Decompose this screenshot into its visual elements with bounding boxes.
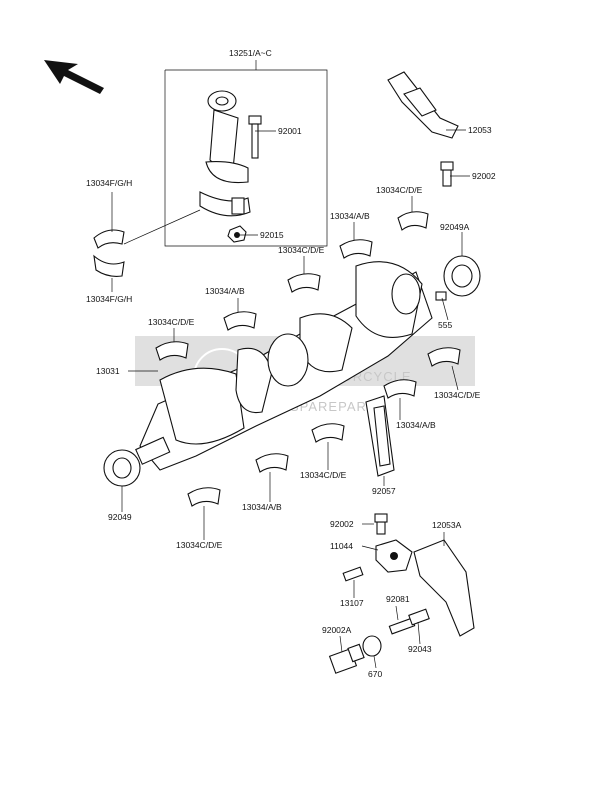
label-12053: 12053 (468, 125, 492, 135)
cam-chain-92057 (365, 395, 395, 477)
oring-670 (362, 635, 382, 657)
connecting-rod-group-box (164, 60, 328, 247)
label-13031: 13031 (96, 366, 120, 376)
label-13251: 13251/A~C (229, 48, 272, 58)
bolt-92002-top (440, 161, 454, 187)
rod-nut (227, 225, 247, 243)
label-13034FGH-top: 13034F/G/H (86, 178, 132, 188)
label-92015: 92015 (260, 230, 284, 240)
label-92002-top: 92002 (472, 171, 496, 181)
label-92002-bottom: 92002 (330, 519, 354, 529)
label-13034CDE-5: 13034C/D/E (300, 470, 347, 480)
oil-seal-92049A (443, 255, 481, 297)
label-92001: 92001 (278, 126, 302, 136)
bolt-92002-bottom (374, 513, 388, 535)
label-11044: 11044 (330, 541, 353, 551)
watermark-line2: SPAREPARTS (290, 399, 385, 414)
label-13034AB-2: 13034/A/B (205, 286, 245, 296)
tensioner-holder-11044 (375, 539, 413, 573)
label-13034CDE-4: 13034C/D/E (434, 390, 481, 400)
label-13107: 13107 (340, 598, 364, 608)
label-555: 555 (438, 320, 452, 330)
label-13034FGH-bottom: 13034F/G/H (86, 294, 132, 304)
label-13034CDE-6: 13034C/D/E (176, 540, 223, 550)
leader-lines (111, 129, 470, 669)
label-670: 670 (368, 669, 382, 679)
label-13034AB-1: 13034/A/B (330, 211, 370, 221)
oil-seal-92049 (103, 449, 141, 487)
rod-bolt (248, 115, 262, 159)
direction-arrow-icon (44, 60, 104, 94)
part-labels: 13251/A~C 92001 12053 92002 13034F/G/H 1… (86, 48, 496, 679)
label-92057: 92057 (372, 486, 396, 496)
dowel-555 (435, 291, 447, 301)
label-13034AB-3: 13034/A/B (396, 420, 436, 430)
plug-92002A (328, 643, 365, 674)
crankshaft-13031 (135, 261, 433, 471)
label-92002A: 92002A (322, 625, 352, 635)
guide-12053A (413, 539, 475, 637)
bracket-12053 (387, 71, 459, 139)
connecting-rod (199, 90, 251, 217)
plunger-92043 (408, 608, 430, 626)
label-13034CDE-2: 13034C/D/E (278, 245, 325, 255)
bearing-shell (93, 211, 461, 507)
label-92049: 92049 (108, 512, 132, 522)
label-92049A: 92049A (440, 222, 470, 232)
label-92081: 92081 (386, 594, 410, 604)
label-13034CDE-1: 13034C/D/E (376, 185, 423, 195)
pin-13107 (342, 566, 364, 582)
label-92043: 92043 (408, 644, 432, 654)
label-12053A: 12053A (432, 520, 462, 530)
label-13034AB-4: 13034/A/B (242, 502, 282, 512)
label-13034CDE-3: 13034C/D/E (148, 317, 195, 327)
